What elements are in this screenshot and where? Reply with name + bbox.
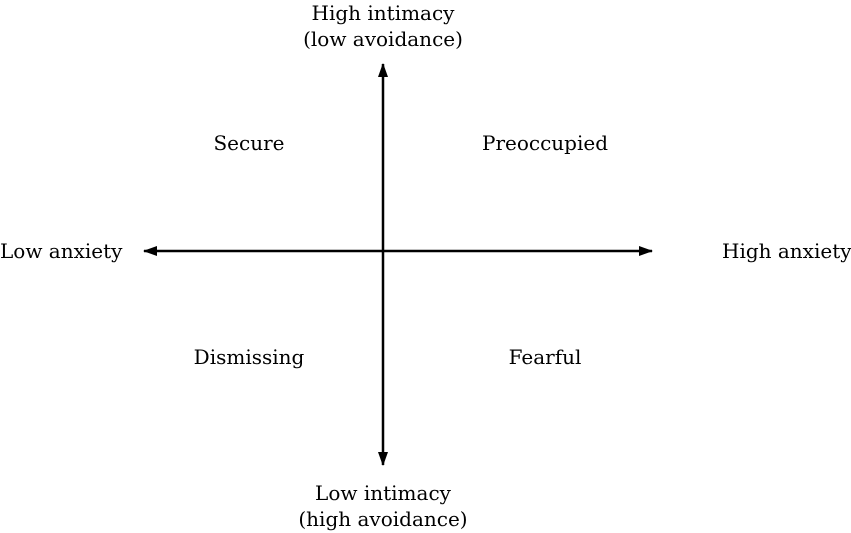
quadrant-secure: Secure bbox=[213, 131, 285, 155]
top-axis-label: High intimacy (low avoidance) bbox=[283, 0, 483, 52]
left-axis-label: Low anxiety bbox=[0, 239, 123, 263]
quadrant-dismissing: Dismissing bbox=[193, 345, 305, 369]
top-axis-label-line2: (low avoidance) bbox=[303, 27, 463, 51]
bottom-axis-label-line1: Low intimacy bbox=[315, 481, 451, 505]
quadrant-preoccupied: Preoccupied bbox=[481, 131, 608, 155]
bottom-axis-label-line2: (high avoidance) bbox=[298, 507, 468, 531]
top-axis-label-line1: High intimacy bbox=[311, 1, 455, 25]
quadrant-fearful: Fearful bbox=[508, 345, 582, 369]
bottom-axis-label: Low intimacy (high avoidance) bbox=[283, 480, 483, 532]
right-axis-label: High anxiety bbox=[722, 239, 851, 263]
